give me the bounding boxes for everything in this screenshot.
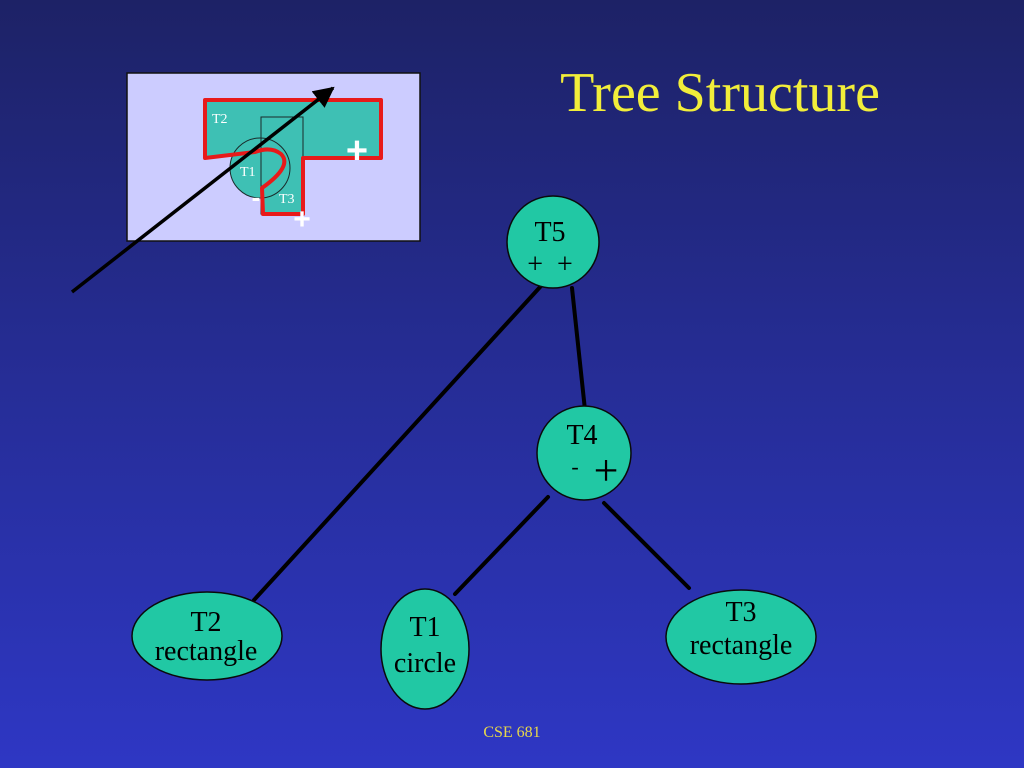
edge-t5-t2 [252, 284, 543, 602]
edge-t5-t4 [570, 286, 587, 412]
inset-label-t3: T3 [279, 192, 295, 207]
node-t5-name: T5 [534, 217, 565, 248]
inset-union-shape [205, 100, 381, 214]
node-t2-name: T2 [190, 607, 221, 638]
node-t2-kind: rectangle [155, 636, 258, 667]
inset-label-t2: T2 [212, 112, 228, 127]
node-t5-signs: + + [527, 249, 573, 280]
inset-label-t1: T1 [240, 165, 256, 180]
slide-title: Tree Structure [560, 62, 880, 124]
node-t4: T4 - + [536, 405, 632, 501]
node-t4-sign-plus: + [594, 446, 619, 495]
inset-sign-minus: - [252, 182, 261, 212]
inset-sign-plus-small: + [293, 203, 311, 236]
inset-red-outline [203, 98, 383, 216]
node-t2: T2 rectangle [131, 591, 283, 681]
node-t4-name: T4 [566, 420, 597, 451]
edge-t4-t1 [453, 495, 550, 596]
node-t4-sign-minus: - [571, 454, 578, 479]
node-t3: T3 rectangle [665, 589, 817, 685]
node-t5: T5 + + [506, 195, 600, 289]
ray-arrow [70, 86, 335, 294]
node-t1-kind: circle [394, 648, 456, 679]
node-t1-name: T1 [409, 612, 440, 643]
node-t1: T1 circle [380, 588, 470, 710]
node-t3-name: T3 [725, 597, 756, 628]
inset-sign-plus-large: + [346, 130, 368, 172]
footer-label: CSE 681 [483, 724, 541, 741]
edge-t4-t3 [602, 501, 691, 590]
node-t3-kind: rectangle [690, 630, 793, 661]
